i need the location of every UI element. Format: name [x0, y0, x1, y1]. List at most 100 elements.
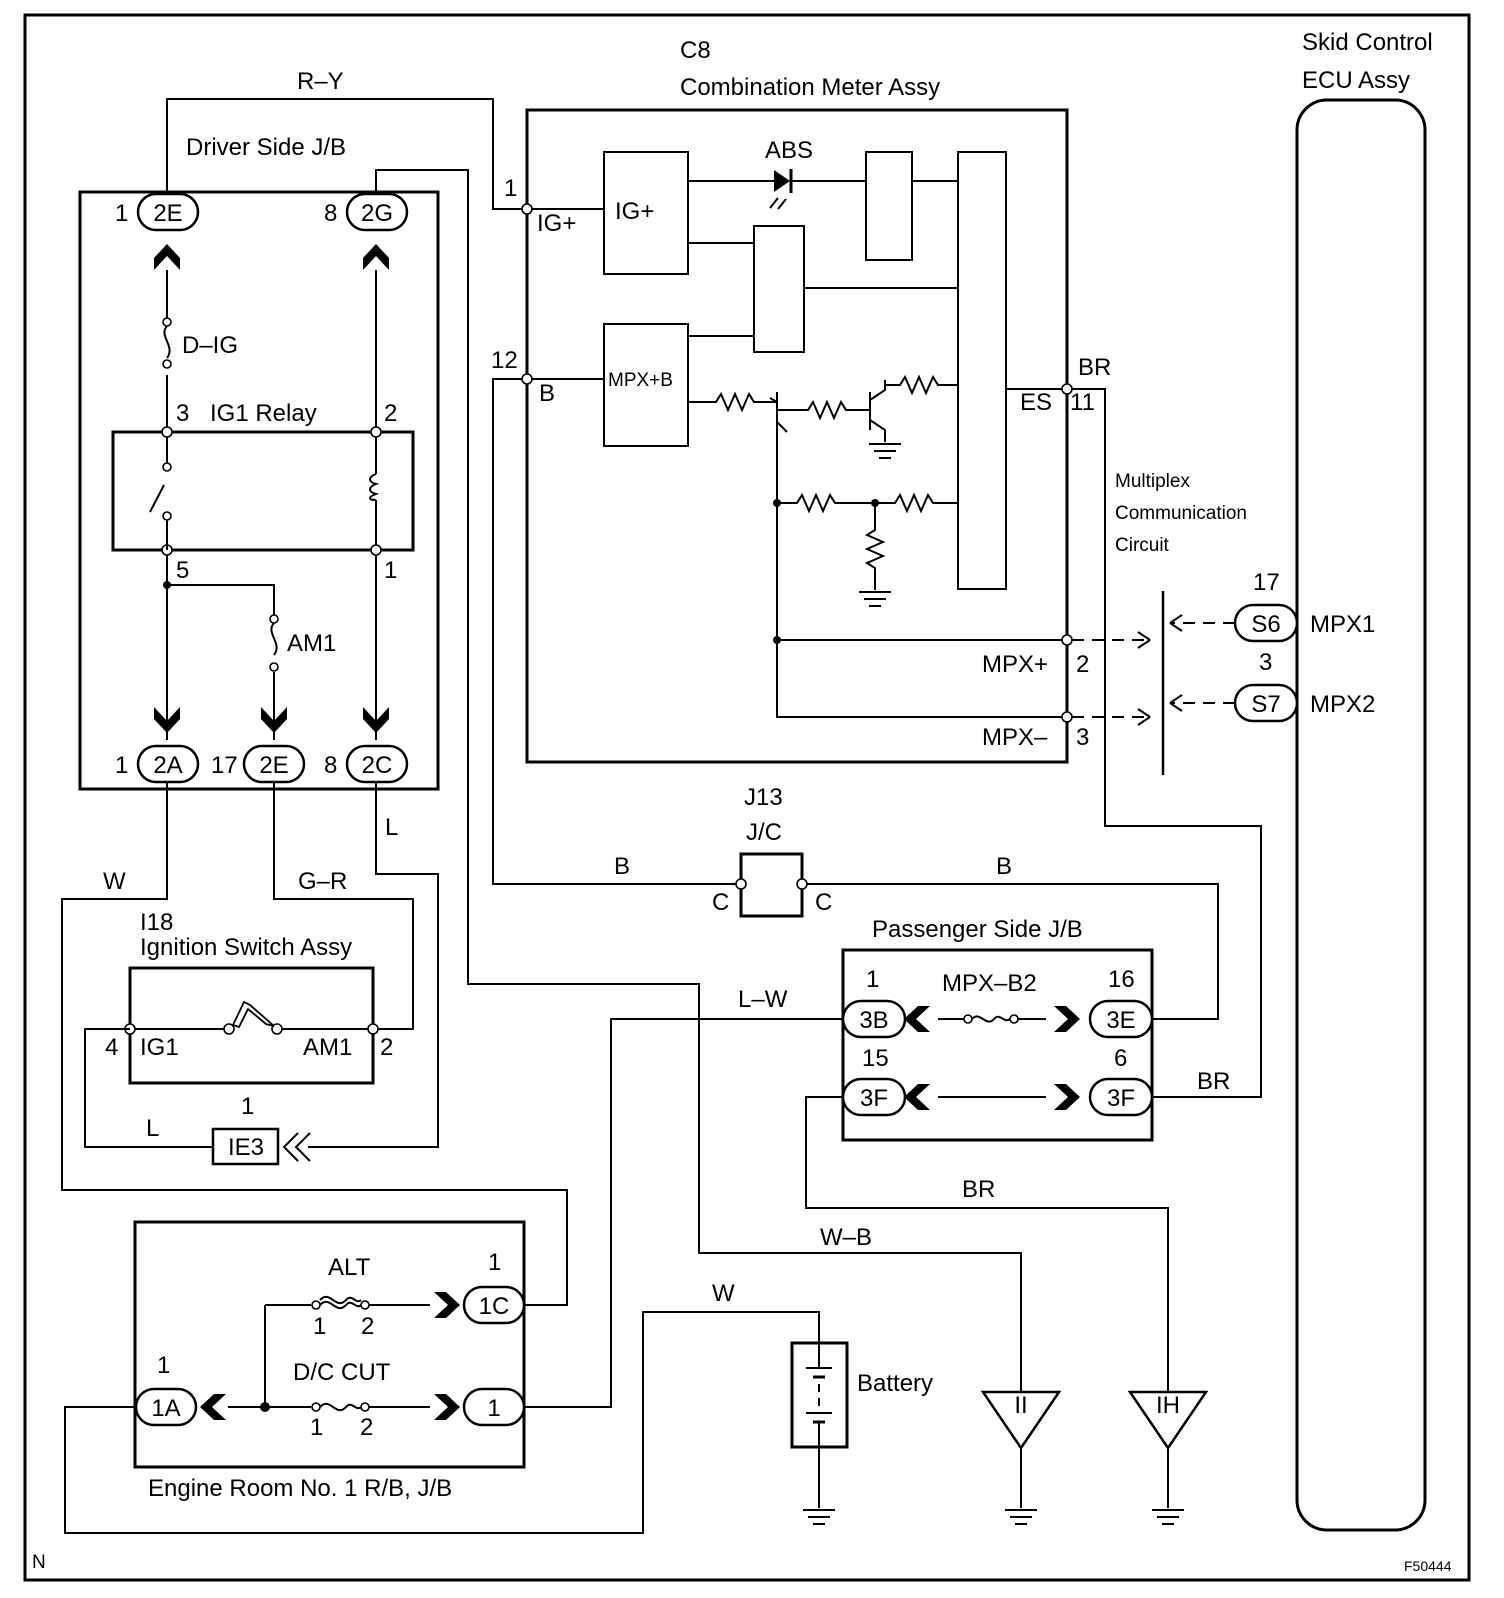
- engine-rb-label: Engine Room No. 1 R/B, J/B: [148, 1475, 452, 1502]
- term-mpx1: MPX1: [1310, 611, 1375, 638]
- conn-3b: 3B: [859, 1007, 888, 1034]
- fuse-dc-cut-label: D/C CUT: [293, 1359, 391, 1386]
- pin-ign-4: 4: [105, 1034, 118, 1061]
- pin-1c-1: 1: [488, 1249, 501, 1276]
- pin-dc-1: 1: [310, 1414, 323, 1441]
- pin-meter-2: 2: [1076, 651, 1089, 678]
- conn-1c: 1C: [479, 1293, 510, 1320]
- wire-w-battery: [64, 1311, 820, 1534]
- ecu-title-line2: ECU Assy: [1302, 67, 1410, 94]
- term-ig1: IG1: [140, 1034, 179, 1061]
- wire-g-r-label: G–R: [298, 868, 347, 895]
- engine-room-rb: Engine Room No. 1 R/B, J/B ALT 1 2 D/C C…: [133, 1220, 526, 1502]
- ignition-code: I18: [140, 909, 173, 936]
- dc-cut-fuse: D/C CUT 1 2: [293, 1359, 391, 1441]
- pin-relay-2: 2: [384, 400, 397, 427]
- wire-br-ih: [805, 1096, 1169, 1392]
- ecu-title-line1: Skid Control: [1302, 29, 1433, 56]
- wire-w-2a: [61, 782, 568, 1306]
- wire-l-w: [524, 1018, 843, 1408]
- conn-s7: S7: [1251, 691, 1280, 718]
- pin-2a: 1: [115, 752, 128, 779]
- conn-3f-right: 3F: [1107, 1085, 1135, 1112]
- pin-pj-6: 6: [1114, 1045, 1127, 1072]
- pin-2e-top: 1: [115, 200, 128, 227]
- conn-2e-top: 2E: [153, 200, 182, 227]
- corner-left-label: N: [32, 1552, 46, 1573]
- fuse-mpx-b2-label: MPX–B2: [942, 970, 1037, 997]
- pin-alt-1: 1: [313, 1313, 326, 1340]
- term-am1: AM1: [303, 1034, 352, 1061]
- wire-l-right-label: L: [385, 814, 398, 841]
- wire-b-right-label: B: [996, 853, 1012, 880]
- wire-br-es: [1067, 388, 1262, 1098]
- combination-meter: C8 Combination Meter Assy IG+ MPX+B ABS: [491, 37, 1111, 764]
- am1-fuse: AM1: [269, 614, 336, 672]
- term-ig-plus: IG+: [537, 210, 576, 237]
- alt-fuse: ALT 1 2: [311, 1254, 374, 1340]
- j13-code: J13: [744, 784, 783, 811]
- pin-pj-1: 1: [866, 966, 879, 993]
- j13-c-left: C: [712, 889, 729, 916]
- term-mpx2: MPX2: [1310, 691, 1375, 718]
- pin-s7-3: 3: [1259, 649, 1272, 676]
- meter-code: C8: [680, 37, 711, 64]
- pin-2g: 8: [324, 200, 337, 227]
- conn-ie3: IE3: [228, 1134, 264, 1161]
- mpx-circuit-line1: Multiplex: [1115, 471, 1190, 492]
- meter-name: Combination Meter Assy: [680, 74, 940, 101]
- term-es: ES: [1020, 389, 1052, 416]
- pin-ie3-1: 1: [241, 1093, 254, 1120]
- wire-g-r: [273, 782, 414, 1030]
- driver-jb-label: Driver Side J/B: [186, 134, 346, 161]
- fuse-d-ig-label: D–IG: [182, 332, 238, 359]
- ig-plus-block-label: IG+: [615, 198, 654, 225]
- wire-w-b-label: W–B: [820, 1224, 872, 1251]
- pin-meter-1: 1: [504, 175, 517, 202]
- pin-relay-5: 5: [176, 557, 189, 584]
- passenger-jb-label: Passenger Side J/B: [872, 916, 1083, 943]
- abs-label: ABS: [765, 137, 813, 164]
- pin-pj-16: 16: [1108, 966, 1135, 993]
- wire-br-top: BR: [1078, 354, 1111, 381]
- conn-3e: 3E: [1106, 1007, 1135, 1034]
- battery: Battery: [790, 1341, 933, 1525]
- mpx-b-block-label: MPX+B: [608, 370, 673, 391]
- ground-ih-label: IH: [1156, 1392, 1180, 1419]
- ignition-switch: I18 Ignition Switch Assy IG1 AM1 4 2: [105, 909, 393, 1085]
- wire-l-w-label: L–W: [738, 986, 788, 1013]
- wire-2g-out: [375, 169, 1022, 1392]
- conn-2e-bot: 2E: [259, 752, 288, 779]
- ground-ii: II: [980, 1390, 1062, 1525]
- ground-ii-label: II: [1014, 1392, 1027, 1419]
- j13-c-right: C: [815, 889, 832, 916]
- conn-2g: 2G: [361, 200, 393, 227]
- wire-w-left-label: W: [103, 868, 126, 895]
- pin-meter-11: 11: [1070, 389, 1095, 416]
- wire-w-batt-label: W: [712, 1280, 735, 1307]
- pin-relay-3: 3: [176, 400, 189, 427]
- pin-ign-2: 2: [380, 1034, 393, 1061]
- wire-l-2c: [308, 782, 439, 1148]
- pin-s6-17: 17: [1253, 569, 1280, 596]
- wire-br-bottom-label: BR: [962, 1176, 995, 1203]
- mpx-communication: Multiplex Communication Circuit S6 S7 17…: [1061, 471, 1375, 775]
- wire-br-mid-label: BR: [1197, 1068, 1230, 1095]
- d-ig-fuse: D–IG: [162, 317, 238, 369]
- driver-side-jb: Driver Side J/B D–IG AM1 IG1 Relay: [78, 134, 440, 791]
- fuse-alt-label: ALT: [328, 1254, 371, 1281]
- wire-l-bottom-label: L: [146, 1115, 159, 1142]
- ignition-name: Ignition Switch Assy: [140, 934, 352, 961]
- term-mpx-plus: MPX+: [982, 651, 1048, 678]
- wire-r-y-label: R–Y: [297, 68, 344, 95]
- conn-s6: S6: [1251, 611, 1280, 638]
- abs-led: ABS: [765, 137, 813, 210]
- ig1-relay: IG1 Relay 3 2 5 1: [111, 400, 415, 584]
- j13-junction: J13 J/C C C: [712, 784, 832, 918]
- conn-3f-left: 3F: [860, 1085, 888, 1112]
- ie3-connector: IE3 1: [211, 1093, 311, 1166]
- wire-r-y: [166, 98, 527, 210]
- pin-alt-2: 2: [361, 1313, 374, 1340]
- j13-name: J/C: [746, 819, 782, 846]
